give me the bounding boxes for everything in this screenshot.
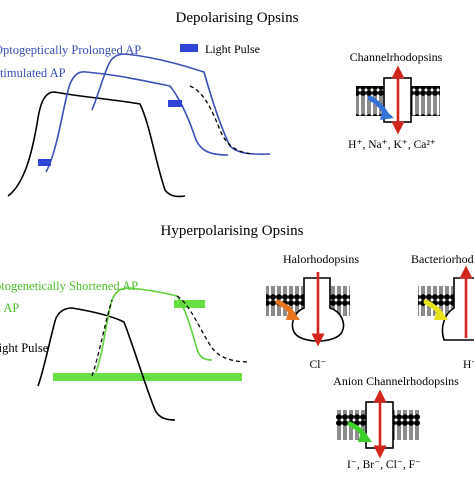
baseline-ap-trace (7, 91, 186, 198)
light-pulse-2 (168, 100, 182, 107)
light-pulse-label: Light Pulse (0, 341, 49, 355)
prolonged-ap-label: Optogeptically Prolonged AP (0, 43, 141, 57)
prolonged-ap-trace (91, 53, 271, 156)
halorhodopsin-membrane (266, 272, 350, 347)
anion-channelrhodopsin-membrane (336, 389, 420, 459)
hyperpolarising-title: Hyperpolarising Opsins (161, 223, 304, 239)
halorhodopsins-label: Halorhodopsins (283, 252, 359, 266)
legend-light-pulse-swatch (180, 44, 198, 52)
anion-channelrhodopsin-ions: I⁻, Br⁻, Cl⁻, F⁻ (347, 459, 421, 471)
halorhodopsin-ion: Cl⁻ (310, 359, 327, 371)
stimulated-ap-trace (45, 71, 229, 173)
shortened-reference-dashed-trace (91, 295, 251, 377)
bacteriorhodopsin-ion: H⁺ (463, 359, 474, 371)
bacteriorhodopsins-label: Bacteriorhodopsins (411, 252, 474, 266)
stimulated-ap-label: Stimulated AP (0, 66, 66, 80)
shortened-ap-trace (95, 287, 213, 373)
green-light-pulse-long (53, 373, 242, 381)
suppressed-ap-label: Optogenetically Suppressed AP (0, 301, 19, 315)
hyper-baseline-ap-trace (37, 307, 176, 421)
depolarising-title: Depolarising Opsins (176, 10, 299, 26)
bacteriorhodopsin-membrane (418, 265, 474, 341)
shortened-ap-label: Optogenetically Shortened AP (0, 279, 138, 293)
light-pulse-1 (38, 159, 51, 166)
green-light-pulse-top (174, 300, 205, 308)
channelrhodopsin-ions: H⁺, Na⁺, K⁺, Ca²⁺ (348, 139, 436, 151)
channelrhodopsins-label: Channelrhodopsins (350, 50, 443, 64)
channelrhodopsin-membrane (356, 65, 440, 135)
prolonged-reference-dashed-trace (189, 85, 253, 155)
legend-light-pulse-label: Light Pulse (205, 42, 260, 56)
anion-channelrhodopsins-label: Anion Channelrhodopsins (333, 374, 459, 388)
